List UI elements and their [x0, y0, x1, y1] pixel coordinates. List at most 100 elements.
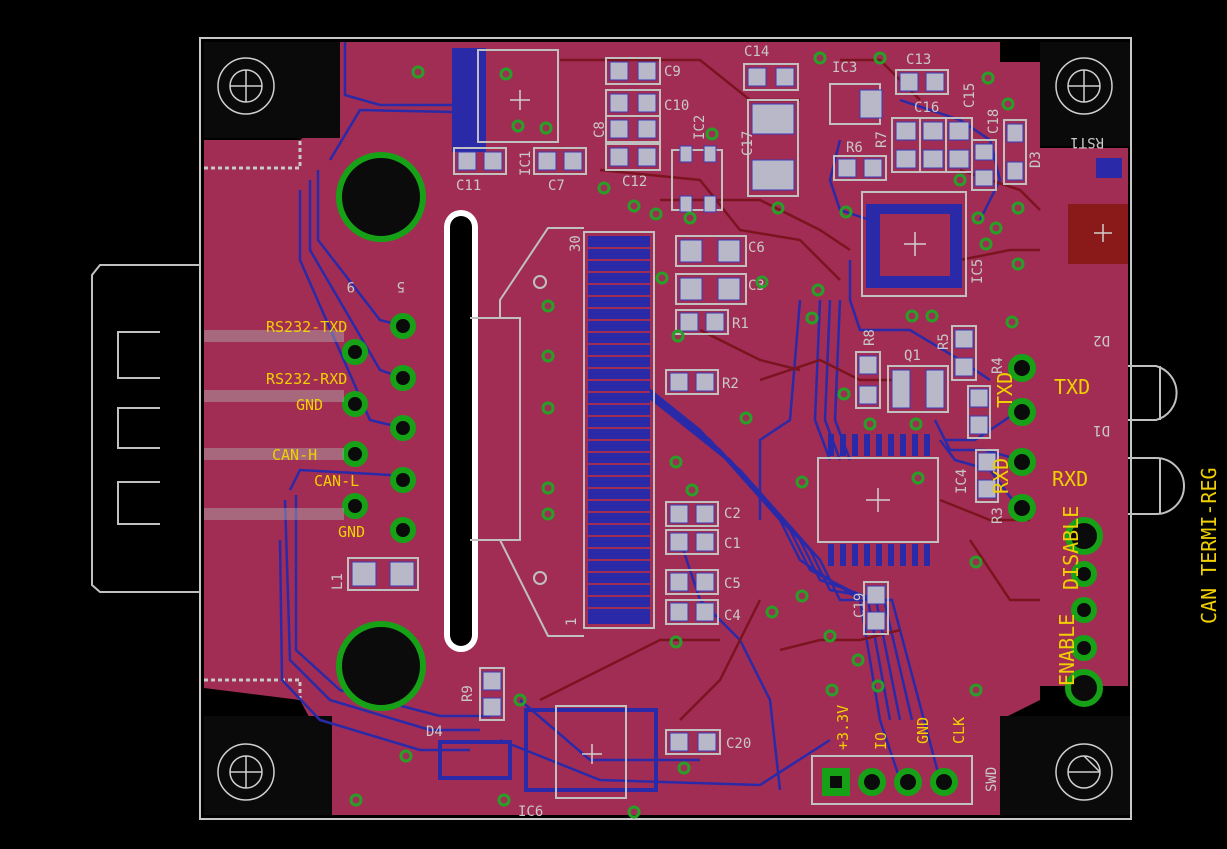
c6-outline	[675, 235, 747, 267]
r3-outline	[975, 449, 999, 503]
label-swd-3v3: +3.3V	[834, 705, 852, 750]
ic3-pad	[859, 89, 883, 119]
c3-pad-2	[717, 277, 741, 301]
label-txd-big: TXD	[1054, 375, 1090, 399]
swd-pin-1-hole	[830, 776, 842, 788]
r8-pad-2	[858, 385, 878, 405]
ic5-outline	[861, 191, 967, 297]
label-fpc-1: 1	[564, 618, 580, 626]
c13-pad-2	[925, 72, 945, 92]
c18-pad-1	[974, 143, 994, 161]
label-c1: C1	[724, 536, 741, 552]
can-term-pin-5[interactable]	[1065, 669, 1103, 707]
r9-outline	[479, 667, 505, 721]
c1-pad-1	[669, 532, 689, 552]
ic4-pins-bottom	[828, 544, 930, 566]
rst1-body[interactable]	[1068, 204, 1128, 264]
board-outline	[199, 37, 1132, 820]
label-d2: D2	[1093, 332, 1110, 348]
can-term-pin-1[interactable]	[1065, 517, 1103, 555]
c8-pad-2	[637, 119, 657, 139]
usb-connector-pads	[452, 48, 486, 152]
ic2-pad-2	[703, 145, 717, 163]
label-c16: C16	[914, 100, 939, 116]
label-r5: R5	[936, 333, 952, 350]
label-r9: R9	[460, 685, 476, 702]
usb-center-cross	[510, 90, 530, 110]
c13-outline	[895, 69, 949, 95]
keepout-top-right	[1040, 42, 1130, 146]
r1-pad-2	[705, 312, 725, 332]
swd-pin-4[interactable]	[930, 768, 958, 796]
r2-outline	[665, 369, 719, 395]
can-term-pin-2[interactable]	[1071, 561, 1097, 587]
led-txd-pin-1	[1008, 354, 1036, 382]
c3-pad-1	[679, 277, 703, 301]
copper-edge-top-dash	[204, 140, 302, 170]
r9-pad-1	[482, 671, 502, 691]
label-ic4: IC4	[954, 469, 970, 494]
label-c14: C14	[744, 44, 769, 60]
r4-outline	[967, 385, 991, 439]
r5-outline	[951, 325, 977, 381]
label-r3: R3	[990, 507, 1006, 524]
ic6-body	[524, 705, 658, 799]
r7-pad-1	[895, 121, 917, 141]
c19-pad-2	[866, 611, 886, 631]
r3-pad-1	[977, 452, 997, 472]
can-term-pin-3[interactable]	[1071, 597, 1097, 623]
can-term-pin-4[interactable]	[1071, 635, 1097, 661]
r8-pad-1	[858, 355, 878, 375]
fpc-connector-pins	[588, 236, 650, 624]
bottom-layer-traces	[278, 42, 1021, 791]
c19-outline	[863, 581, 889, 635]
c8-pad-1	[609, 119, 629, 139]
c20-pad-1	[669, 732, 689, 752]
copper-edge-bottom-dash	[204, 678, 302, 700]
led-txd-body	[1128, 365, 1178, 421]
r8-outline	[855, 351, 881, 409]
label-r1: R1	[732, 316, 749, 332]
c1-pad-2	[695, 532, 715, 552]
ic5-center-cross	[904, 232, 926, 256]
fpc-body-left	[470, 317, 520, 541]
swd-pin-3[interactable]	[894, 768, 922, 796]
mounting-hole-tl	[217, 57, 275, 115]
fpc-hole-top	[533, 275, 547, 289]
label-ic3: IC3	[832, 60, 857, 76]
label-rst1: RST1	[1070, 134, 1104, 150]
label-c15: C15	[962, 83, 978, 108]
c2-pad-1	[669, 504, 689, 524]
d3-pad-1	[1006, 123, 1024, 143]
label-ic1: IC1	[518, 151, 534, 176]
label-d3: D3	[1028, 151, 1044, 168]
label-swd: SWD	[984, 767, 1000, 792]
c18-pad-2	[974, 169, 994, 187]
fpc-hole-bottom	[533, 571, 547, 585]
rst1-pad[interactable]	[1096, 158, 1122, 178]
c2-pad-2	[695, 504, 715, 524]
label-pin-5: 5	[397, 278, 405, 294]
r5-pad-2	[954, 357, 974, 377]
r1-pad-1	[679, 312, 699, 332]
r4-pad-2	[969, 415, 989, 435]
c9-pad-2	[637, 61, 657, 81]
label-r7: R7	[874, 131, 890, 148]
mounting-hole-bl	[217, 743, 275, 801]
mounting-hole-tr	[1055, 57, 1113, 115]
swd-pin-2[interactable]	[858, 768, 886, 796]
label-d1: D1	[1093, 422, 1110, 438]
label-rxd-big: RXD	[1052, 467, 1088, 491]
label-c9: C9	[664, 64, 681, 80]
l1-outline	[347, 557, 419, 591]
label-c10: C10	[664, 98, 689, 114]
c18-outline	[971, 139, 997, 191]
c17-pad-2	[751, 159, 795, 191]
label-rs232-txd: RS232-TXD	[266, 318, 347, 336]
label-r6: R6	[846, 140, 863, 156]
label-can-termi-reg: CAN TERMI-REG	[1197, 467, 1221, 624]
d3-outline	[1003, 119, 1027, 185]
label-enable: ENABLE	[1055, 614, 1079, 686]
r6-outline	[833, 155, 887, 181]
